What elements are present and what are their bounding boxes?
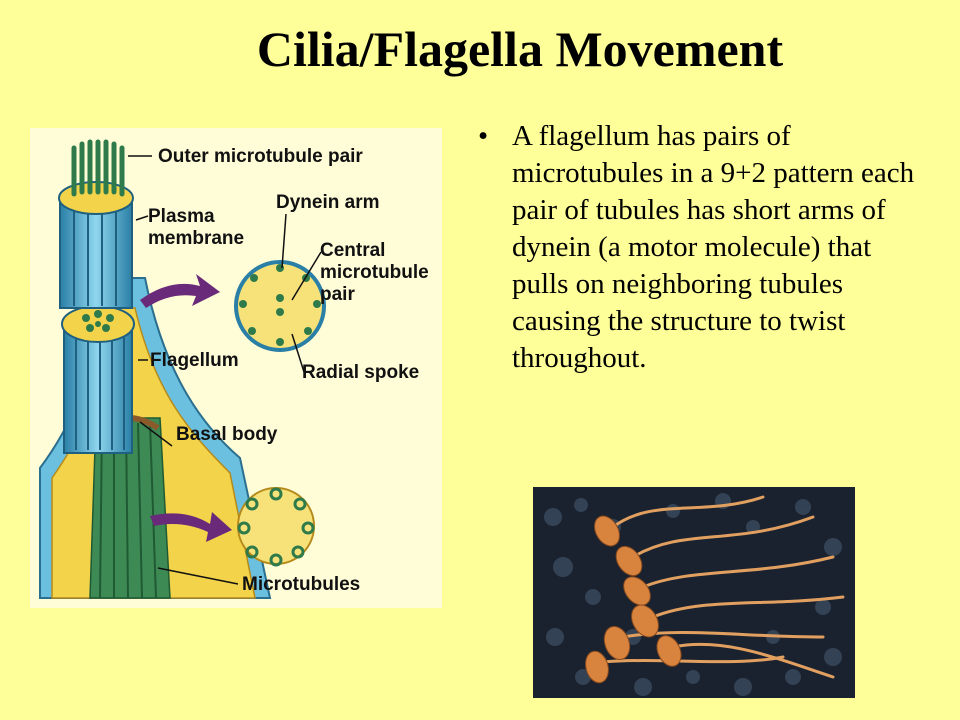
label-central-2: microtubule (320, 262, 429, 283)
label-central-1: Central (320, 240, 385, 261)
label-radial-spoke: Radial spoke (302, 362, 419, 383)
label-plasma-1: Plasma (148, 206, 215, 227)
label-basal-body: Basal body (176, 424, 278, 445)
label-central-3: pair (320, 284, 355, 305)
arrow-lower (150, 512, 232, 542)
sperm-micrograph-image (533, 487, 855, 698)
label-microtubules: Microtubules (242, 574, 360, 595)
slide-title: Cilia/Flagella Movement (256, 21, 784, 77)
label-flagellum: Flagellum (150, 350, 239, 371)
label-outer-pair: Outer microtubule pair (158, 146, 363, 167)
upper-tube (58, 139, 134, 309)
bullet-text: A flagellum has pairs of microtubules in… (512, 120, 915, 374)
label-dynein-arm: Dynein arm (276, 192, 379, 213)
flagellum-diagram: Outer microtubule pair Plasma membrane D… (30, 128, 442, 608)
arrow-upper (140, 274, 220, 308)
label-plasma-2: membrane (148, 228, 244, 249)
bullet-item: • A flagellum has pairs of microtubules … (478, 118, 928, 377)
pointer-lines (128, 155, 322, 585)
cross-section-lower (237, 487, 315, 567)
flagellum-tube (61, 305, 135, 454)
bullet-dot: • (478, 120, 489, 152)
cross-section-upper (234, 260, 326, 352)
